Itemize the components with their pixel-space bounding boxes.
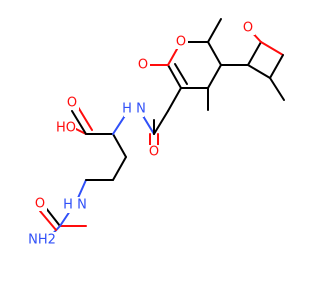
bond: [39, 210, 57, 231]
bond: [71, 110, 87, 135]
amide-oxygen-label: O: [149, 145, 159, 160]
ring-oxygen-label: O: [176, 35, 186, 50]
label-bg: [56, 120, 76, 136]
bond: [59, 210, 71, 227]
bond: [77, 179, 87, 199]
bond: [269, 77, 285, 101]
carbonyl-oxygen-label: O: [138, 58, 148, 73]
urea-nitrogen-label: H N: [63, 198, 87, 213]
bond: [167, 64, 182, 89]
bond: [77, 106, 93, 131]
bond: [207, 41, 222, 66]
label-bg: [27, 232, 57, 248]
label-bg: [241, 21, 255, 35]
bond: [207, 64, 222, 89]
bond: [207, 18, 222, 43]
bond: [174, 63, 188, 85]
urea-oxygen-label: O: [35, 197, 45, 212]
amide-nitrogen-label: H N: [122, 102, 146, 117]
furan-oxygen-label: O: [243, 21, 253, 36]
bond: [247, 41, 262, 66]
label-bg: [174, 35, 188, 49]
label-bg: [136, 58, 150, 72]
label-bg: [65, 96, 79, 110]
bond: [260, 41, 284, 56]
atom-labels: NH2 O H N HO O H N O O O O: [27, 21, 255, 248]
bond: [112, 156, 127, 181]
bond: [269, 54, 284, 79]
bond: [112, 133, 127, 158]
bond: [167, 87, 182, 112]
bond: [247, 64, 271, 79]
bond: [153, 110, 169, 135]
molecule-structure: NH2 O H N HO O H N O O O O: [27, 18, 285, 248]
nh2-label: NH2: [28, 233, 56, 248]
label-bg: [147, 145, 161, 159]
hydroxyl-label: HO: [56, 121, 76, 136]
acid-oxygen-label: O: [67, 96, 77, 111]
label-bg: [33, 197, 47, 211]
label-bg: [124, 101, 144, 117]
label-bg: [66, 197, 84, 213]
